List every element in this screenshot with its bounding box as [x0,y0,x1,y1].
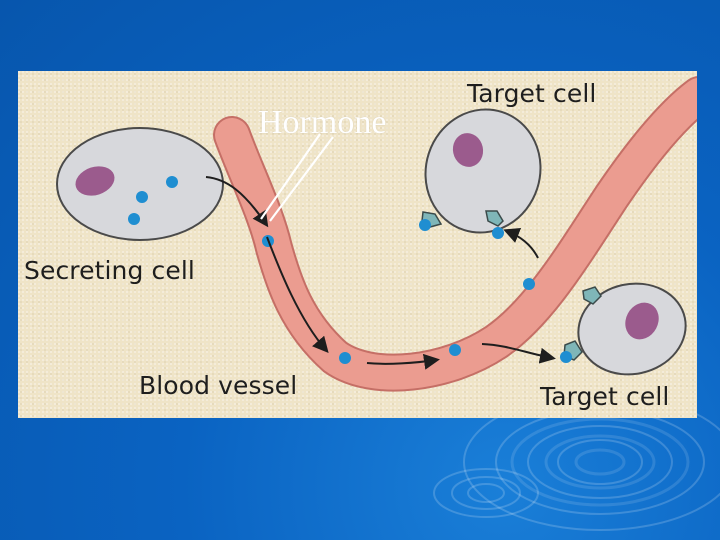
hormone-molecules [262,235,535,364]
blood-vessel-label: Blood vessel [139,371,298,400]
secreting-cell-label: Secreting cell [24,256,195,285]
secreting-cell [56,127,224,241]
target-cell-bottom [560,282,687,376]
hormone-label: Hormone [258,104,387,141]
diagram-panel: Secreting cell Blood vessel Target cell … [18,71,697,418]
hormone-pointer-line [260,133,334,222]
target-cell-top [419,108,542,239]
target-cell-top-label: Target cell [467,79,597,108]
flow-arrows [205,176,556,370]
endocrine-diagram [56,76,697,392]
target-cell-bottom-label: Target cell [540,382,670,411]
